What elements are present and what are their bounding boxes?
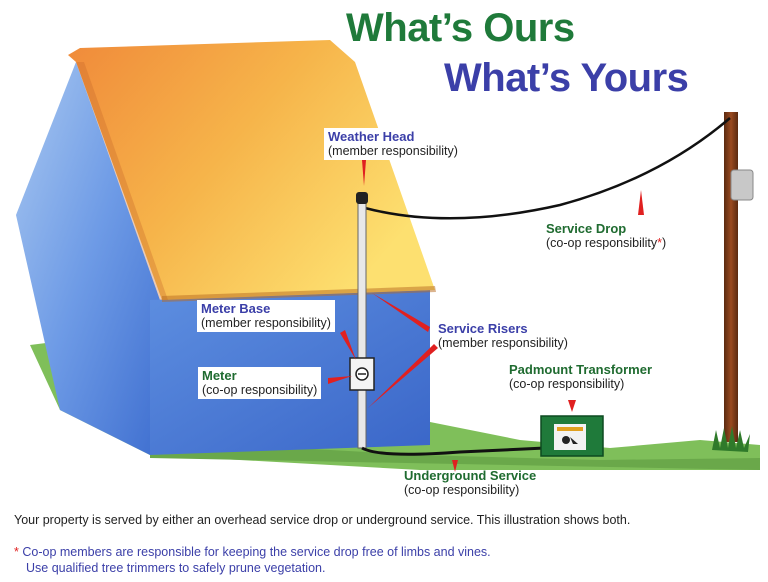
meter-heading: Meter xyxy=(202,368,237,383)
label-weather-head: Weather Head (member responsibility) xyxy=(324,128,462,160)
pole-transformer-can xyxy=(730,169,754,201)
service-drop-asterisk: * xyxy=(657,236,663,250)
service-drop-cable xyxy=(364,117,731,220)
footer-note: Your property is served by either an ove… xyxy=(14,513,631,527)
label-underground-service: Underground Service (co-op responsibilit… xyxy=(404,468,536,498)
title-whats-ours: What’s Ours xyxy=(346,6,575,50)
utility-pole xyxy=(724,112,738,442)
service-drop-heading: Service Drop xyxy=(546,221,627,236)
service-drop-close: ) xyxy=(662,236,667,250)
label-padmount-transformer: Padmount Transformer (co-op responsibili… xyxy=(509,362,652,392)
pointer-meter-base xyxy=(340,330,356,360)
pointers xyxy=(328,160,644,472)
title-whats-yours: What’s Yours xyxy=(444,56,689,100)
padmount-transformer-heading: Padmount Transformer xyxy=(509,362,653,377)
label-meter-base: Meter Base (member responsibility) xyxy=(197,300,335,332)
service-risers-sub: (member responsibility) xyxy=(438,336,568,350)
weather-head-heading: Weather Head xyxy=(328,129,415,144)
weather-head xyxy=(356,192,368,204)
pointer-riser-2 xyxy=(368,344,438,408)
disclaimer-line-1-text: Co-op members are responsible for keepin… xyxy=(22,545,491,559)
meter-sub: (co-op responsibility) xyxy=(202,383,318,397)
footer-disclaimer: * Co-op members are responsible for keep… xyxy=(14,544,491,576)
pointer-meter xyxy=(328,376,352,384)
label-meter: Meter (co-op responsibility) xyxy=(198,367,322,399)
underground-service-heading: Underground Service xyxy=(404,468,537,483)
service-drop-sub-text: (co-op responsibility xyxy=(546,236,658,250)
service-riser xyxy=(357,197,367,449)
label-service-risers: Service Risers (member responsibility) xyxy=(438,321,568,351)
disclaimer-line-2: Use qualified tree trimmers to safely pr… xyxy=(14,560,491,576)
pointer-underground xyxy=(452,460,458,472)
service-drop-sub: (co-op responsibility*) xyxy=(546,236,666,251)
disclaimer-line-1: * Co-op members are responsible for keep… xyxy=(14,544,491,560)
pointer-transformer xyxy=(568,400,576,412)
meter-base-heading: Meter Base xyxy=(201,301,271,316)
service-risers-heading: Service Risers xyxy=(438,321,528,336)
house-front-wall xyxy=(16,62,160,455)
underground-cable xyxy=(361,446,546,456)
disclaimer-line-2-text: Use qualified tree trimmers to safely pr… xyxy=(26,561,326,575)
padmount-transformer-sub: (co-op responsibility) xyxy=(509,377,625,391)
underground-service-sub: (co-op responsibility) xyxy=(404,483,520,497)
pointer-weather-head xyxy=(362,160,366,186)
label-service-drop: Service Drop (co-op responsibility*) xyxy=(546,221,666,251)
roof xyxy=(68,40,435,300)
disclaimer-asterisk: * xyxy=(14,545,19,559)
pointer-riser-1 xyxy=(372,293,430,332)
meter-base-sub: (member responsibility) xyxy=(201,316,331,330)
weather-head-sub: (member responsibility) xyxy=(328,144,458,158)
pointer-service-drop xyxy=(638,190,644,215)
